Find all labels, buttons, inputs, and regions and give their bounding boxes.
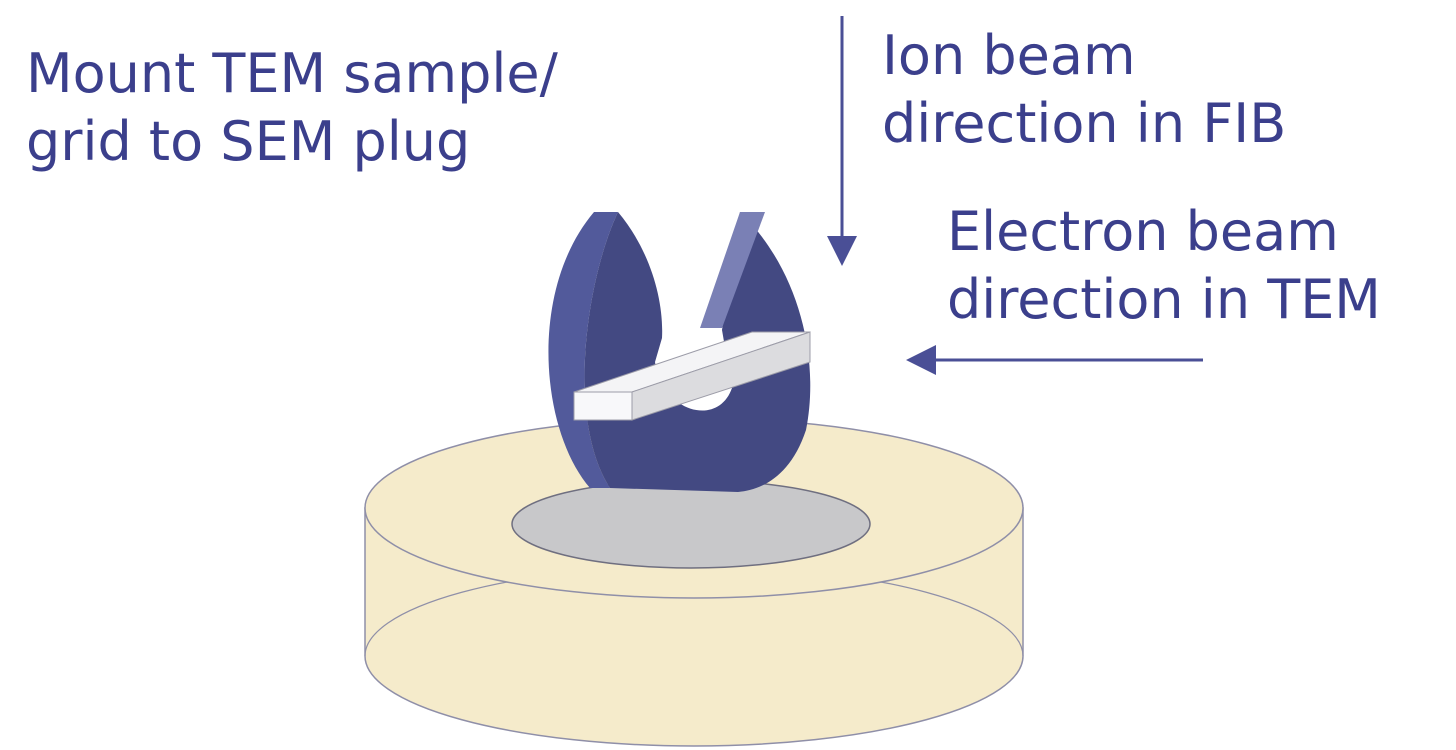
electron-beam-arrow (906, 345, 1203, 375)
ion-beam-line-1: Ion beam (882, 24, 1136, 87)
tem-grid (548, 212, 811, 492)
title-line-1: Mount TEM sample/ (26, 42, 558, 105)
plug-recess (511, 479, 871, 569)
electron-beam-caption: Electron beam direction in TEM (947, 198, 1381, 334)
ion-beam-line-2: direction in FIB (882, 92, 1287, 155)
electron-beam-line-1: Electron beam (947, 200, 1339, 263)
title-line-2: grid to SEM plug (26, 110, 471, 173)
ion-beam-caption: Ion beam direction in FIB (882, 22, 1286, 158)
electron-beam-line-2: direction in TEM (947, 268, 1381, 331)
sem-plug (364, 417, 1024, 747)
lamella (573, 331, 811, 421)
title-caption: Mount TEM sample/ grid to SEM plug (26, 40, 558, 176)
ion-beam-arrow (827, 16, 857, 266)
